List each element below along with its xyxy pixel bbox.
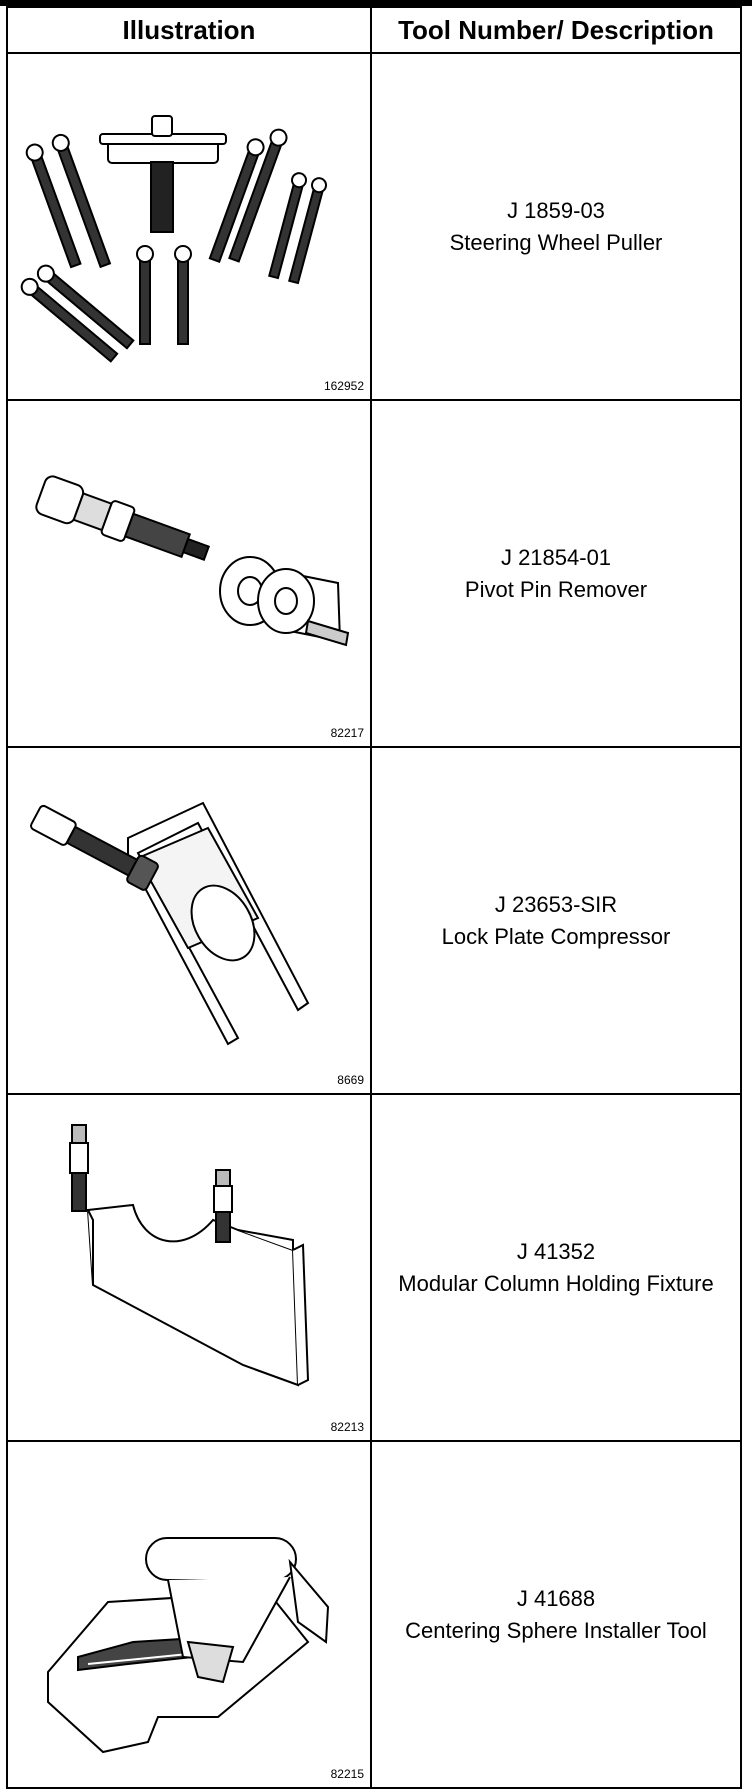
pivot-pin-remover-icon <box>8 401 370 746</box>
tool-name: Centering Sphere Installer Tool <box>405 1617 707 1643</box>
figure-number: 82217 <box>330 726 364 740</box>
table-row: 8669 J 23653-SIR Lock Plate Compressor <box>6 746 742 1095</box>
tool-description-cell: J 41352 Modular Column Holding Fixture <box>370 1093 742 1442</box>
centering-sphere-installer-icon <box>8 1442 370 1787</box>
tool-description-cell: J 23653-SIR Lock Plate Compressor <box>370 746 742 1095</box>
tool-name: Pivot Pin Remover <box>464 576 648 602</box>
tool-number: J 41688 <box>516 1585 596 1611</box>
illustration-cell: 162952 <box>6 52 372 401</box>
tool-number: J 1859-03 <box>507 197 605 223</box>
tool-number: J 23653-SIR <box>494 891 618 917</box>
header-tool-description: Tool Number/ Description <box>370 6 742 54</box>
illustration-cell: 82217 <box>6 399 372 748</box>
tool-description-cell: J 41688 Centering Sphere Installer Tool <box>370 1440 742 1789</box>
special-tools-table: Illustration Tool Number/ Description <box>6 6 742 1789</box>
tool-name: Modular Column Holding Fixture <box>398 1270 714 1296</box>
illustration-cell: 82213 <box>6 1093 372 1442</box>
column-holding-fixture-icon <box>8 1095 370 1440</box>
top-rule <box>0 0 752 6</box>
illustration-cell: 8669 <box>6 746 372 1095</box>
steering-wheel-puller-icon <box>8 54 370 399</box>
table-row: 82213 J 41352 Modular Column Holding Fix… <box>6 1093 742 1442</box>
tool-number: J 21854-01 <box>500 544 612 570</box>
tool-number: J 41352 <box>516 1238 596 1264</box>
tool-name: Steering Wheel Puller <box>449 229 663 255</box>
header-row: Illustration Tool Number/ Description <box>6 6 742 54</box>
table-row: 82215 J 41688 Centering Sphere Installer… <box>6 1440 742 1789</box>
tool-name: Lock Plate Compressor <box>441 923 671 949</box>
figure-number: 162952 <box>323 379 364 393</box>
tool-description-cell: J 1859-03 Steering Wheel Puller <box>370 52 742 401</box>
lock-plate-compressor-icon <box>8 748 370 1093</box>
figure-number: 8669 <box>337 1073 364 1087</box>
table-row: 162952 J 1859-03 Steering Wheel Puller <box>6 52 742 401</box>
table-row: 82217 J 21854-01 Pivot Pin Remover <box>6 399 742 748</box>
tool-description-cell: J 21854-01 Pivot Pin Remover <box>370 399 742 748</box>
figure-number: 82213 <box>330 1420 364 1434</box>
header-illustration: Illustration <box>6 6 372 54</box>
figure-number: 82215 <box>330 1767 364 1781</box>
illustration-cell: 82215 <box>6 1440 372 1789</box>
